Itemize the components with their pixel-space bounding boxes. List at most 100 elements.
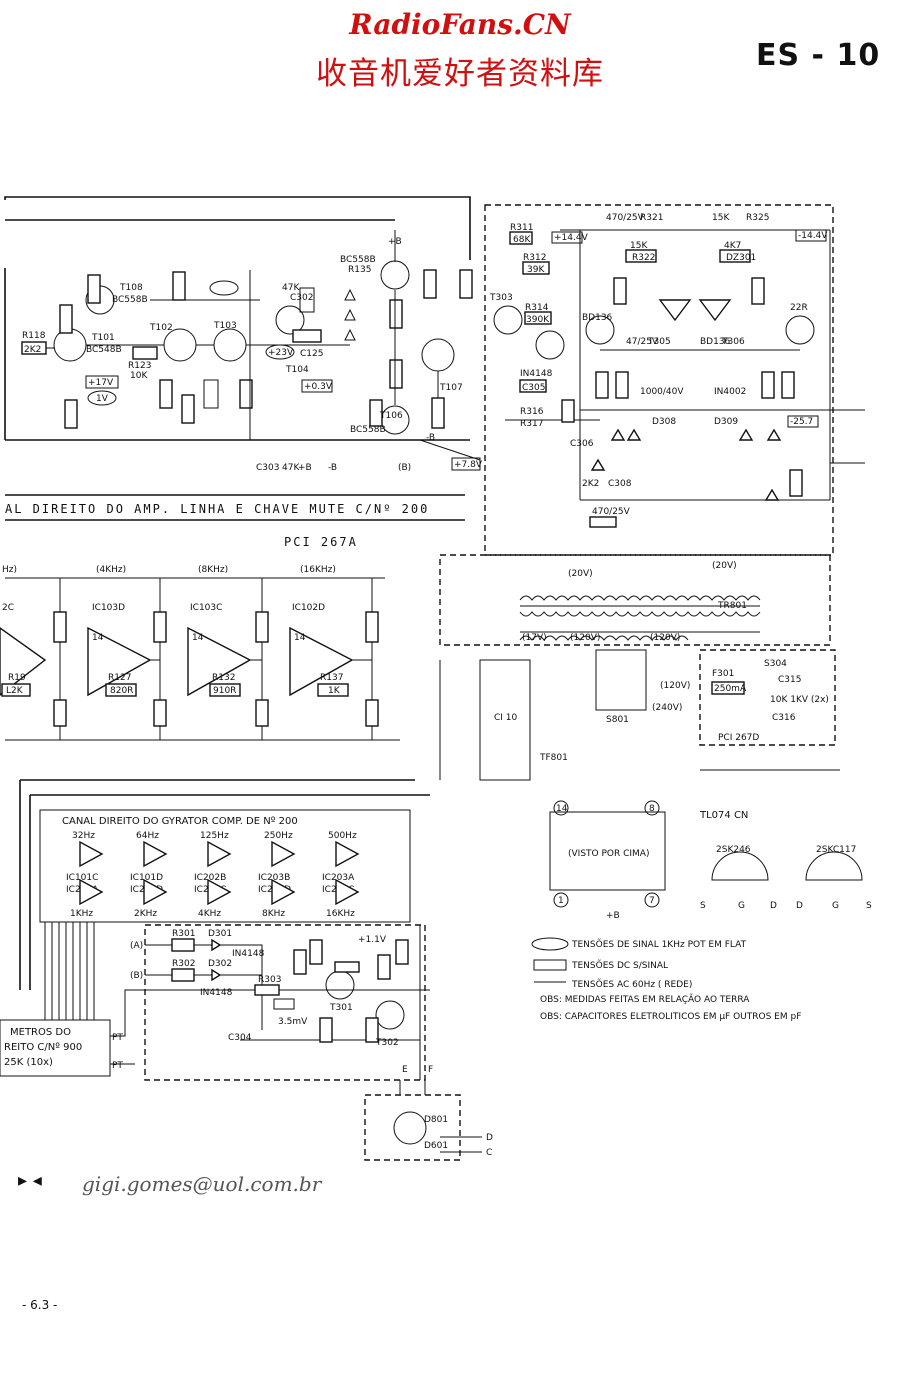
- label-t05-type: BC558B: [340, 255, 376, 265]
- pin-plus-b: +B: [606, 911, 620, 921]
- author-email: gigi.gomes@uol.com.br: [82, 1172, 322, 1196]
- fuse-sw: S304: [764, 659, 787, 669]
- pinout-view: (VISTO POR CIMA): [568, 849, 649, 859]
- psu-c309: 47/25V: [626, 337, 659, 347]
- label-rail-b5: -B: [426, 433, 435, 443]
- label-r118: R118: [22, 331, 46, 341]
- psu-c311-val: D308: [652, 417, 676, 427]
- trans-2: 2SKC117: [816, 845, 856, 855]
- lead-g2: G: [832, 901, 839, 911]
- gyr-ic-top-1: IC101D: [130, 873, 163, 883]
- psu-r312-val: 39K: [527, 265, 545, 275]
- psu-c305: R316: [520, 407, 544, 417]
- eq-ic-103c: IC103C: [190, 603, 222, 613]
- trafo-v4: (120V): [570, 633, 600, 643]
- gyr-opamp-bot-4: [335, 878, 360, 906]
- model-number: ES - 10: [756, 38, 881, 73]
- site-name: RadioFans.CN: [349, 8, 571, 41]
- psu-v257: -25.7: [790, 417, 813, 427]
- eq-band-partial: Hz): [2, 565, 17, 575]
- label-c303-val: 47K: [282, 463, 300, 473]
- mute-section: (A) R301 D301 IN4148 (B) R302 D302 IN414…: [130, 924, 493, 1161]
- label-diodes: T104: [285, 365, 309, 375]
- lead-s2: S: [866, 901, 872, 911]
- lead-s1: S: [700, 901, 706, 911]
- gyrator-title: CANAL DIREITO DO GYRATOR COMP. DE Nº 200: [62, 816, 298, 827]
- pt-label-2: PT: [112, 1061, 123, 1071]
- gyr-ic-top-2: IC202B: [194, 873, 226, 883]
- gyr-ic-top-3: IC203B: [258, 873, 290, 883]
- psu-r314: R314: [525, 303, 549, 313]
- label-rail-b1: +B: [388, 237, 402, 247]
- gyr-opamp-bot-1: [143, 878, 168, 906]
- mute-r303: R303: [258, 975, 281, 985]
- pin-14: 14: [556, 804, 568, 814]
- eq-r19: R19: [8, 673, 26, 683]
- label-t104-type: 47K: [282, 283, 300, 293]
- psu-r321: 15K: [630, 241, 648, 251]
- psu-c307: 2K2: [582, 479, 599, 489]
- trafo-v5: (120V): [650, 633, 680, 643]
- eq-section: (4KHz) (8KHz) (16KHz) Hz) IC103D IC103C …: [0, 565, 400, 741]
- page-number: - 6.3 -: [22, 1298, 58, 1312]
- label-v23: +23V: [268, 348, 294, 358]
- trafo-v7: (240V): [652, 703, 682, 713]
- psu-c311: 1000/40V: [640, 387, 684, 397]
- label-rail-b3: -B: [328, 463, 337, 473]
- legend-3: TENSÕES AC 60Hz ( REDE): [571, 978, 692, 990]
- gyr-opamp-top-4: [335, 840, 360, 868]
- meters-label-1: METROS DO: [10, 1027, 71, 1038]
- amp-title: AL DIREITO DO AMP. LINHA E CHAVE MUTE C/…: [5, 502, 429, 516]
- psu-r311: R311: [510, 223, 533, 233]
- psu-c308-val: R321: [640, 213, 663, 223]
- label-t101: T101: [91, 333, 115, 343]
- psu-t306: 22R: [790, 303, 808, 313]
- fuse-cap2: C316: [772, 713, 796, 723]
- psu-c313-val: T306: [721, 337, 745, 347]
- mute-v04: 3.5mV: [278, 1017, 308, 1027]
- gyr-freq-top-1: 64Hz: [136, 831, 159, 841]
- eq-r137-val: 1K: [328, 686, 341, 696]
- psu-c308: 470/25V: [606, 213, 645, 223]
- mute-a: (A): [130, 941, 143, 951]
- transformer-section: (20V) (20V) TR801 (17V) (120V) (120V) (1…: [439, 554, 840, 781]
- gyr-freq-top-3: 250Hz: [264, 831, 293, 841]
- gyr-opamp-top-2: [207, 840, 232, 868]
- trafo-v1: (20V): [568, 569, 593, 579]
- psu-r311-val: 68K: [513, 235, 531, 245]
- fuse-name: F301: [712, 669, 734, 679]
- psu-c314-val: D309: [714, 417, 738, 427]
- label-t05: R135: [348, 265, 371, 275]
- led-d: D: [486, 1133, 493, 1143]
- pin-8: 8: [649, 804, 655, 814]
- eq-r132-val: 910R: [213, 686, 236, 696]
- gyr-freq-bot-3: 8KHz: [262, 909, 285, 919]
- pin-7: 7: [649, 896, 655, 906]
- gyr-opamp-bot-2: [207, 878, 232, 906]
- lead-d1: D: [770, 901, 777, 911]
- gyr-opamp-top-3: [271, 840, 296, 868]
- eq-pin-14c: 14: [294, 633, 306, 643]
- eq-r19-val: L2K: [6, 686, 24, 696]
- label-t102: T102: [149, 323, 173, 333]
- mute-t301: T301: [329, 1003, 353, 1013]
- label-v1: 1V: [96, 394, 109, 404]
- eq-band-8k: (8KHz): [198, 565, 228, 575]
- meters-label-3: 25K (10x): [4, 1057, 53, 1068]
- mute-t302: T302: [375, 1038, 399, 1048]
- psu-d307: C306: [570, 439, 594, 449]
- pci-main-label: PCI 267A: [284, 535, 358, 549]
- legend-5: OBS: CAPACITORES ELETROLITICOS EM µF OUT…: [540, 1012, 801, 1022]
- pinout-title: TL074 CN: [699, 810, 748, 821]
- label-t107: T107: [439, 383, 463, 393]
- ic-pinout-section: 14 8 1 7 (VISTO POR CIMA) +B TL074 CN 2S…: [549, 800, 872, 921]
- site-name-cn: 收音机爱好者资料库: [316, 56, 604, 92]
- trafo-cable: CI 10: [494, 713, 518, 723]
- label-t108-type: BC558B: [112, 295, 148, 305]
- mute-v01: +1.1V: [358, 935, 387, 945]
- eq-band-16k: (16KHz): [300, 565, 336, 575]
- label-r123: R123: [128, 361, 151, 371]
- pin-1: 1: [558, 896, 564, 906]
- led-d801: D801: [424, 1115, 448, 1125]
- label-t108: T108: [119, 283, 143, 293]
